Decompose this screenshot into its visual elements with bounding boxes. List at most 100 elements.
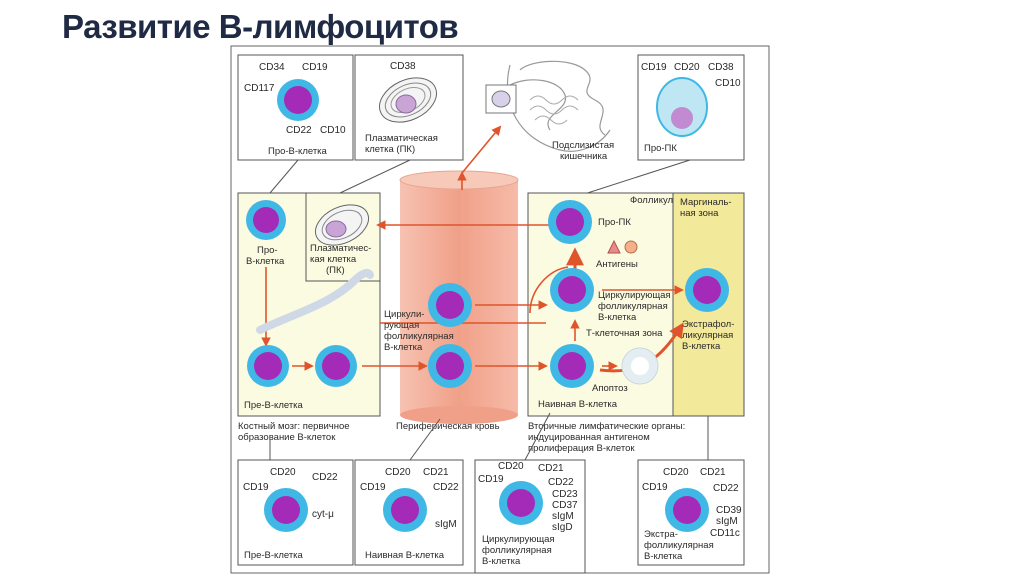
blood-circ-label-4: В-клетка [384, 342, 423, 353]
antigens-label: Антигены [596, 259, 638, 270]
intestine-illustration: Подслизистая кишечника [485, 60, 614, 162]
top-box-pro-pc: CD19 CD20 CD38 CD10 Про-ПК [637, 54, 745, 161]
top-box-pro-b: CD34 CD19 CD117 CD22 CD10 Про-В-клетка [237, 54, 354, 161]
pro-b-box-label: Про-В-клетка [268, 146, 328, 157]
bm-plasma-label-3: (ПК) [326, 265, 345, 276]
pro-pc-box-label: Про-ПК [644, 143, 677, 154]
marginal-label-1: Маргиналь- [680, 197, 732, 208]
marker-cd20-propc: CD20 [674, 62, 700, 73]
connector-line [409, 418, 441, 461]
marker-sigd: sIgD [552, 522, 573, 533]
bm-pro-b-label-1: Про- [257, 245, 278, 256]
marker-cd20: CD20 [385, 467, 411, 478]
marker-cd19: CD19 [243, 482, 269, 493]
marker-cd20: CD20 [663, 467, 689, 478]
circ-box-label-3: В-клетка [482, 556, 521, 567]
pre-b-box-label: Пре-В-клетка [244, 550, 304, 561]
marker-cd38-propc: CD38 [708, 62, 734, 73]
marginal-label-2: ная зона [680, 208, 719, 219]
marker-cd20: CD20 [498, 461, 524, 472]
b-lymphocyte-development-diagram: CD34 CD19 CD117 CD22 CD10 Про-В-клетка C… [230, 45, 770, 574]
bm-pre-b-label: Пре-В-клетка [244, 400, 304, 411]
gut-label-2: кишечника [560, 151, 608, 162]
marker-cd21: CD21 [700, 467, 726, 478]
plasma-box-label-2: клетка (ПК) [365, 144, 415, 155]
marker-cd22: CD22 [312, 472, 338, 483]
marker-cd39: CD39 [716, 505, 742, 516]
connector-line [339, 159, 411, 194]
pro-pc-cell-nucleus [671, 107, 693, 129]
pro-b-cell-nucleus [284, 86, 312, 114]
sec-circ-cell [550, 268, 594, 312]
marker-cd11c: CD11c [710, 528, 740, 539]
marker-cd22: CD22 [548, 477, 574, 488]
sec-extra-label-2: ликулярная [682, 330, 733, 341]
marker-cd37: CD37 [552, 500, 578, 511]
bm-pre-b-cell-2 [315, 345, 357, 387]
bottom-box-pre-b: CD20 CD19 CD22 cyt-μ Пре-В-клетка [237, 459, 354, 566]
bottom-box-extra: CD20 CD21 CD19 CD22 CD39 sIgM CD11c Экст… [637, 459, 745, 566]
marker-cd38: CD38 [390, 61, 416, 72]
blood-circ-cell-2 [428, 344, 472, 388]
marker-sigm: sIgM [716, 516, 738, 527]
plasma-cell-drawing [379, 77, 437, 123]
sec-extra-label-1: Экстрафол- [682, 319, 734, 330]
marker-cd10-propc: CD10 [715, 78, 741, 89]
bm-caption-2: образование В-клеток [238, 432, 336, 443]
marker-cd19-propc: CD19 [641, 62, 667, 73]
sec-naive-label: Наивная В-клетка [538, 399, 618, 410]
marker-cd19: CD19 [302, 62, 328, 73]
blood-circ-label-3: фолликулярная [384, 331, 454, 342]
sec-caption-2: индуцированная антигеном [528, 432, 650, 443]
sec-extrafollicular-cell [685, 268, 729, 312]
marker-sigm: sIgM [435, 519, 457, 530]
marker-cd23: CD23 [552, 489, 578, 500]
marker-cd22: CD22 [286, 125, 312, 136]
bm-plasma-label-1: Плазматичес- [310, 243, 371, 254]
gut-label-1: Подслизистая [552, 140, 614, 151]
sec-extra-label-3: В-клетка [682, 341, 721, 352]
marker-cd19: CD19 [478, 474, 504, 485]
extra-box-label-2: фолликулярная [644, 540, 714, 551]
marker-cd20: CD20 [270, 467, 296, 478]
sec-circ-label-1: Циркулирующая [598, 290, 671, 301]
circ-box-label-1: Циркулирующая [482, 534, 555, 545]
connector-line [269, 159, 299, 194]
top-box-plasma: CD38 Плазматическая клетка (ПК) [354, 54, 464, 161]
connector-line [574, 159, 691, 198]
bm-pro-b-cell [246, 200, 286, 240]
marker-cd22: CD22 [713, 483, 739, 494]
naive-box-label: Наивная В-клетка [365, 550, 445, 561]
sec-circ-label-2: фолликулярная [598, 301, 668, 312]
marker-cd21: CD21 [423, 467, 449, 478]
marker-cd10: CD10 [320, 125, 346, 136]
antigen-icons [607, 239, 638, 254]
blood-circ-label-1: Циркули- [384, 309, 424, 320]
blood-circ-cell-1 [428, 283, 472, 327]
sec-caption-3: пролиферация В-клеток [528, 443, 635, 454]
apoptotic-cell [621, 347, 659, 385]
bone-structure [256, 268, 374, 334]
extra-box-label-3: В-клетка [644, 551, 683, 562]
bottom-box-naive: CD20 CD21 CD19 CD22 sIgM Наивная В-клетк… [354, 459, 464, 566]
marker-cd22: CD22 [433, 482, 459, 493]
flow-arrows [261, 125, 684, 373]
connector-line [524, 412, 551, 461]
bm-pro-b-label-2: В-клетка [246, 256, 285, 267]
circ-box-label-2: фолликулярная [482, 545, 552, 556]
sec-circ-label-3: В-клетка [598, 312, 637, 323]
follicle-label: Фолликул [630, 195, 673, 206]
marker-cd19: CD19 [642, 482, 668, 493]
bm-plasma-label-2: кая клетка [310, 254, 357, 265]
bm-caption-1: Костный мозг: первичное [238, 421, 350, 432]
apoptosis-label: Апоптоз [592, 383, 628, 394]
marker-cd19: CD19 [360, 482, 386, 493]
marker-cyt-mu: cyt-μ [312, 509, 334, 520]
blood-circ-label-2: рующая [384, 320, 419, 331]
sec-caption-1: Вторичные лимфатические органы: [528, 421, 685, 432]
bm-plasma-cell [315, 204, 369, 246]
blood-caption: Периферическая кровь [396, 421, 500, 432]
page-title: Развитие B-лимфоцитов [62, 8, 459, 45]
extra-box-label-1: Экстра- [644, 529, 678, 540]
marker-cd117: CD117 [244, 83, 275, 94]
